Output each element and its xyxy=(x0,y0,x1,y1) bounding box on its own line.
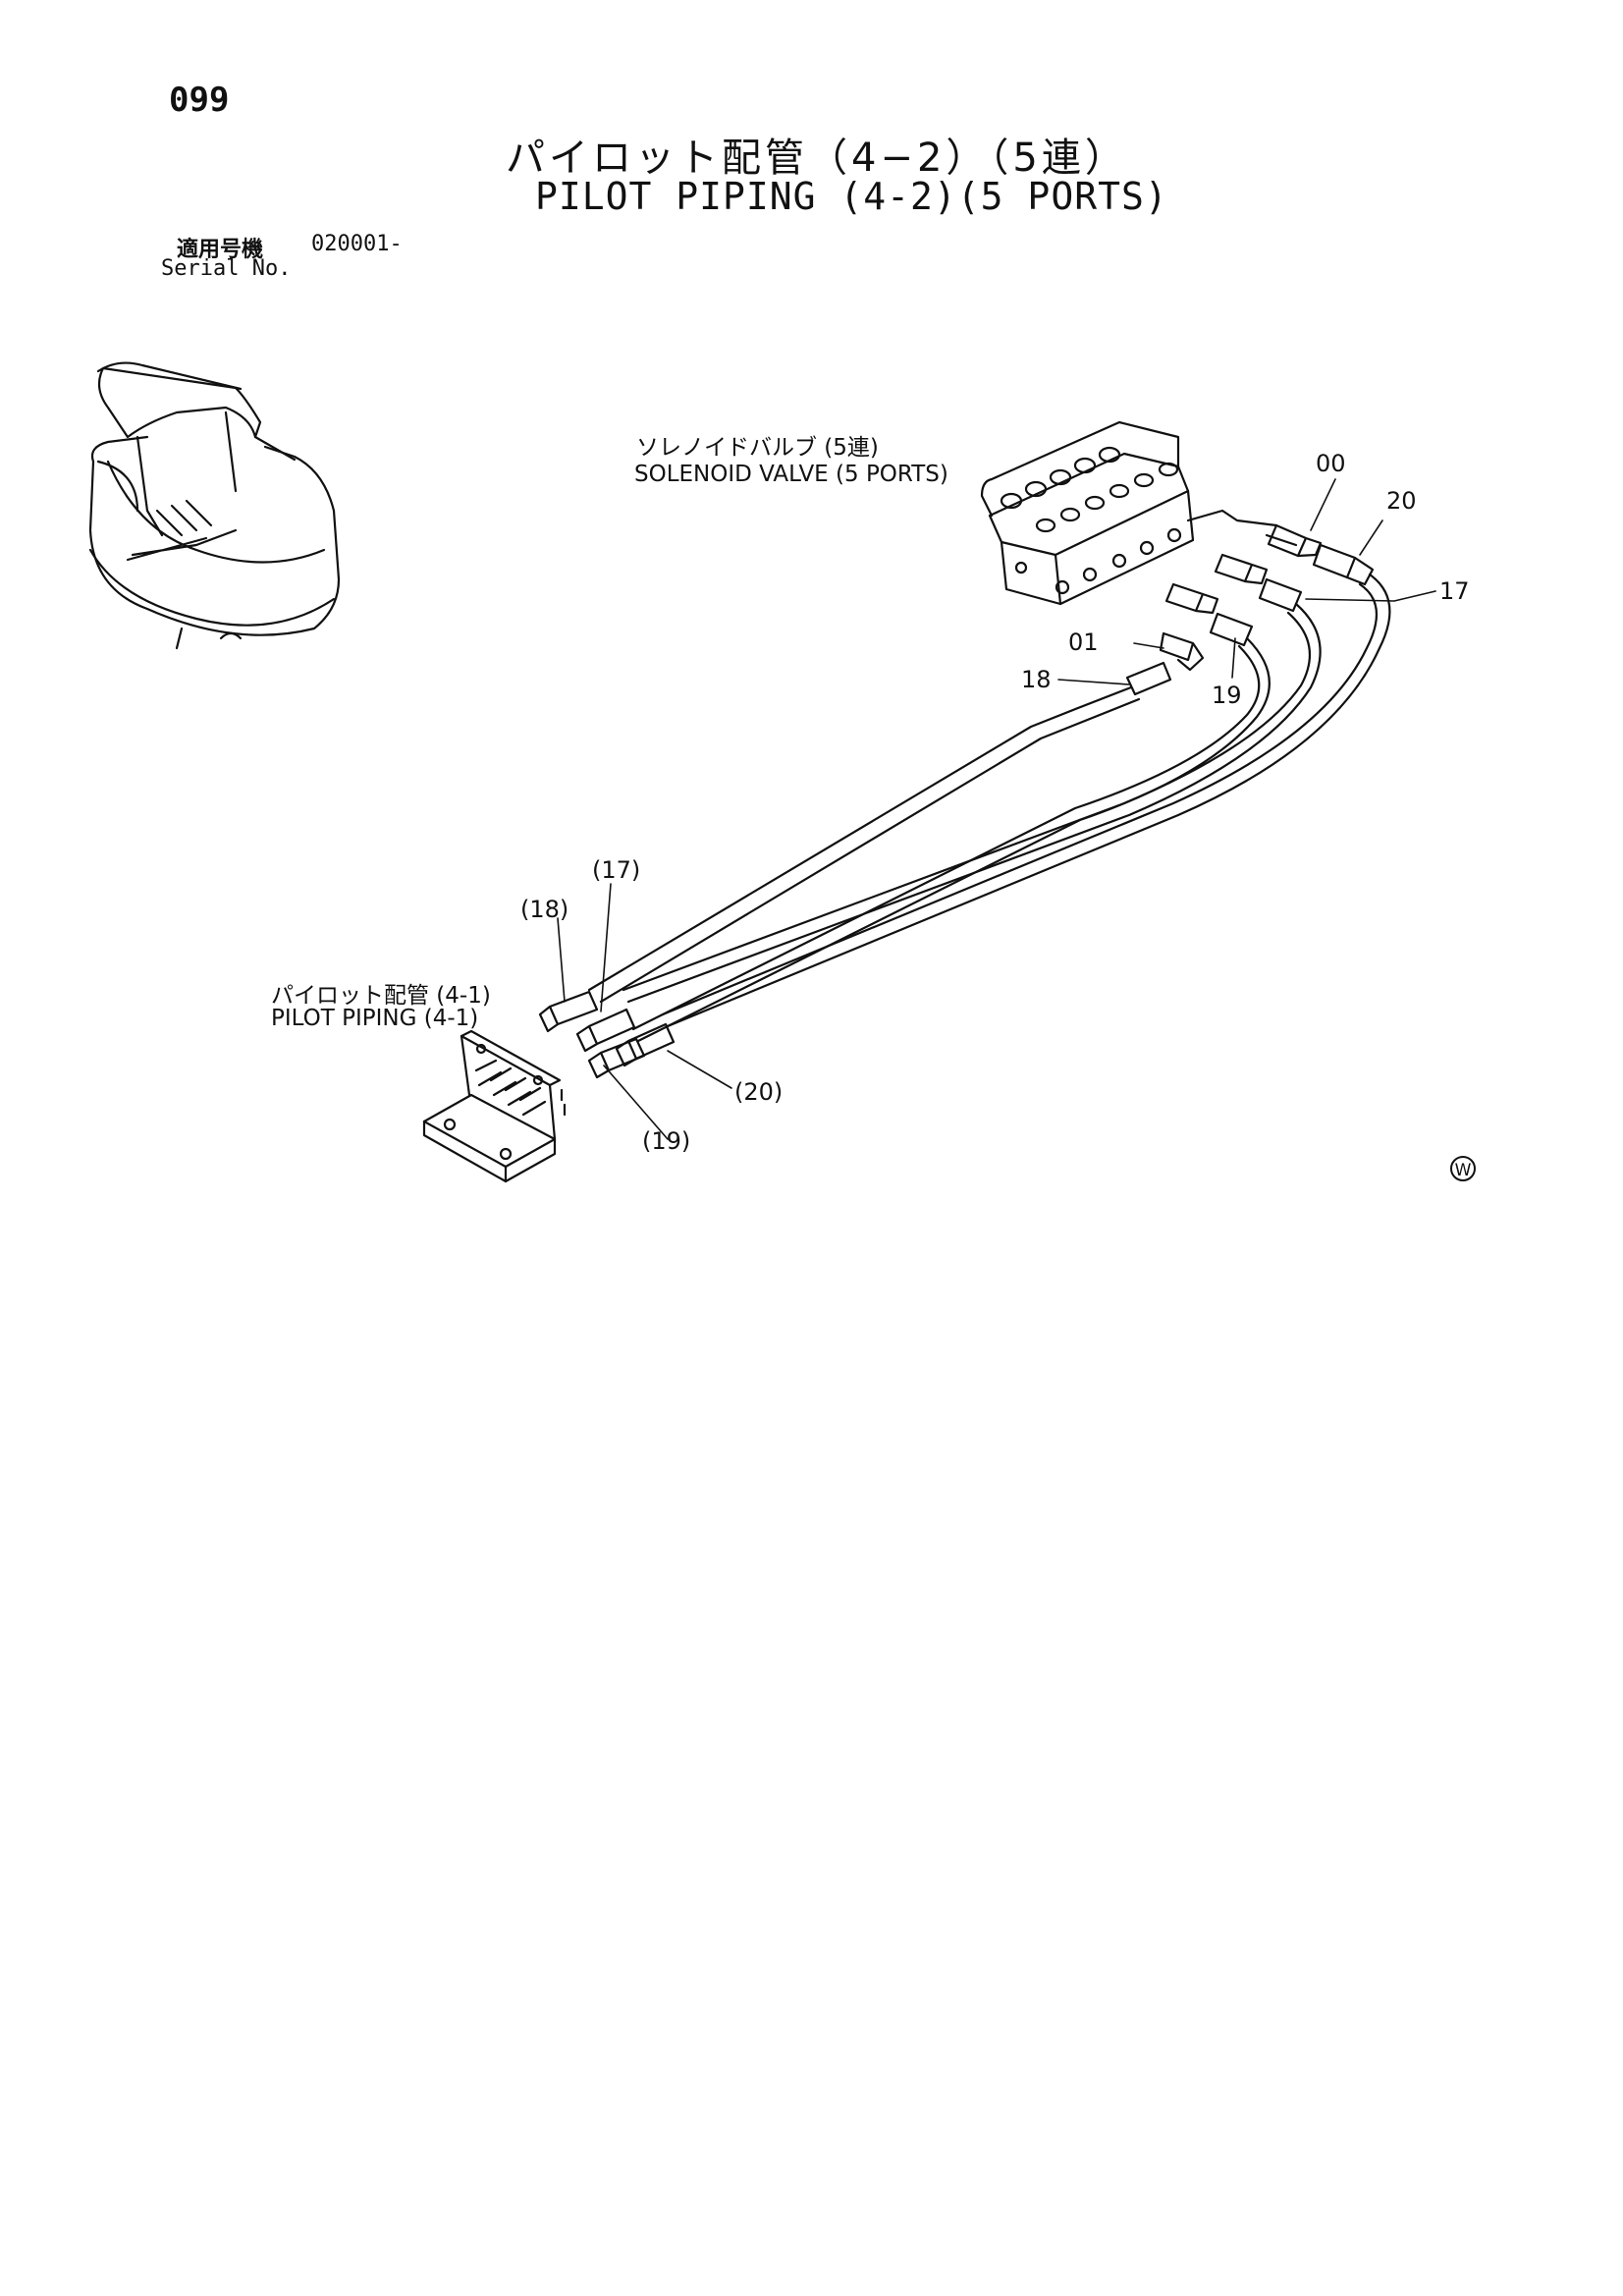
callout-01: 01 xyxy=(1068,629,1099,656)
page-title-english: PILOT PIPING (4-2)(5 PORTS) xyxy=(535,175,1168,218)
callout-19-reference: (19) xyxy=(642,1127,691,1155)
solenoid-valve-label-english: SOLENOID VALVE (5 PORTS) xyxy=(634,462,948,487)
leader-lines xyxy=(557,478,1436,1140)
leader-17 xyxy=(1305,590,1436,602)
callout-17: 17 xyxy=(1439,577,1470,605)
svg-text:W: W xyxy=(1455,1161,1472,1180)
leader-p18 xyxy=(557,917,566,1003)
lower-hose-end-17 xyxy=(575,1008,636,1053)
lower-hose-end-18 xyxy=(538,990,599,1033)
hose-18 xyxy=(587,685,1141,1004)
fitting-upper-1 xyxy=(1214,553,1269,585)
callout-18: 18 xyxy=(1021,666,1052,693)
hose-19 xyxy=(631,636,1271,1043)
callout-20: 20 xyxy=(1386,487,1417,515)
pilot-piping-4-1-label-english: PILOT PIPING (4-1) xyxy=(271,1006,479,1031)
w-mark: W xyxy=(1450,1156,1476,1181)
leader-18 xyxy=(1057,679,1130,685)
solenoid-valve-block xyxy=(980,420,1278,606)
leader-p19 xyxy=(603,1065,669,1140)
page-number: 099 xyxy=(169,81,230,120)
mounting-bracket xyxy=(422,1029,567,1183)
fitting-00 xyxy=(1265,523,1323,558)
leader-20 xyxy=(1359,519,1383,556)
serial-label-english: Serial No. xyxy=(161,256,292,281)
leader-p20 xyxy=(667,1050,732,1089)
callout-20-reference: (20) xyxy=(734,1078,784,1106)
callout-18-reference: (18) xyxy=(520,896,569,923)
fitting-upper-2 xyxy=(1164,582,1219,615)
leader-01 xyxy=(1133,642,1164,649)
fitting-01 xyxy=(1159,631,1205,672)
pilot-piping-4-1-label-japanese: パイロット配管 (4-1) xyxy=(271,983,491,1009)
callout-17-reference: (17) xyxy=(592,856,641,884)
machine-overview-illustration xyxy=(88,361,341,650)
leader-19 xyxy=(1231,637,1236,679)
leader-00 xyxy=(1310,478,1336,531)
hose-end-18 xyxy=(1125,661,1172,696)
serial-number-value: 020001- xyxy=(311,232,403,256)
solenoid-valve-label-japanese: ソレノイドバルブ (5連) xyxy=(636,435,879,461)
lower-hose-end-19 xyxy=(587,1037,646,1079)
hose-end-20 xyxy=(1312,543,1375,586)
callout-00: 00 xyxy=(1316,450,1346,477)
hose-end-19 xyxy=(1209,612,1254,647)
leader-p17 xyxy=(600,883,612,1012)
page-title-japanese: パイロット配管（4−2）（5連） xyxy=(506,136,1128,181)
hose-end-17 xyxy=(1258,577,1303,613)
hose-17 xyxy=(622,602,1322,1004)
hose-20 xyxy=(661,573,1391,1028)
serial-label-japanese: 適用号機 xyxy=(177,238,264,262)
callout-19: 19 xyxy=(1212,682,1242,709)
